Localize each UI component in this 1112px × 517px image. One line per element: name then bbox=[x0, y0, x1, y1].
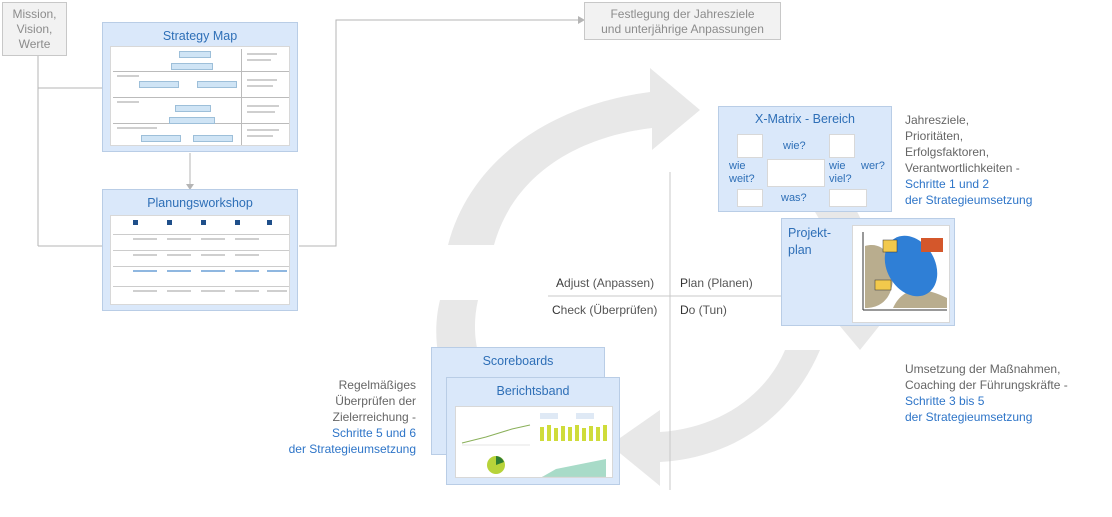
note-planning-line4: Verantwortlichkeiten - bbox=[905, 161, 1020, 175]
annual-goals-line1: Festlegung der Jahresziele bbox=[610, 7, 755, 21]
strategy-map-thumbnail bbox=[110, 46, 290, 146]
note-review-line3: Zielerreichung - bbox=[332, 410, 416, 424]
project-plan-title: Projekt- plan bbox=[788, 225, 831, 259]
mission-vision-values-box: Mission, Vision, Werte bbox=[2, 2, 67, 56]
pdca-do-rest: o (Tun) bbox=[688, 303, 727, 317]
x-matrix-grid-top-right bbox=[829, 134, 855, 158]
note-review-line2: Überprüfen der bbox=[335, 394, 416, 408]
link-steps-3-5[interactable]: Schritte 3 bis 5 bbox=[905, 394, 985, 408]
link-steps-3-5-strategy[interactable]: der Strategieumsetzung bbox=[905, 410, 1033, 424]
vision-line: Vision, bbox=[16, 22, 53, 36]
x-matrix-grid-bottom-left bbox=[737, 189, 763, 207]
values-line: Werte bbox=[18, 37, 51, 51]
strategy-map-box: Strategy Map bbox=[102, 22, 298, 152]
scoreboards-title: Scoreboards bbox=[482, 354, 554, 368]
link-steps-1-2[interactable]: Schritte 1 und 2 bbox=[905, 177, 990, 191]
pdca-check-initial: C bbox=[552, 303, 561, 317]
planning-workshop-thumbnail bbox=[110, 215, 290, 305]
x-matrix-title: X-Matrix - Bereich bbox=[754, 112, 856, 126]
connectors bbox=[37, 19, 578, 247]
x-matrix-label-weit: weit? bbox=[729, 173, 755, 185]
x-matrix-label-was: was? bbox=[781, 192, 807, 204]
annual-goals-box: Festlegung der Jahresziele und unterjähr… bbox=[584, 2, 781, 40]
note-review: Regelmäßiges Überprüfen der Zielerreichu… bbox=[262, 377, 416, 457]
planning-workshop-title: Planungsworkshop bbox=[147, 196, 253, 210]
x-matrix-label-wie-top: wie? bbox=[783, 140, 806, 152]
x-matrix-label-wer: wer? bbox=[861, 160, 885, 172]
pdca-plan: Plan (Planen) bbox=[680, 276, 753, 290]
note-review-line1: Regelmäßiges bbox=[338, 378, 416, 392]
note-planning-line2: Prioritäten, bbox=[905, 129, 964, 143]
note-implementation-line2: Coaching der Führungskräfte - bbox=[905, 378, 1068, 392]
note-implementation: Umsetzung der Maßnahmen, Coaching der Fü… bbox=[905, 361, 1068, 425]
note-planning-line1: Jahresziele, bbox=[905, 113, 970, 127]
project-plan-title-line1: Projekt- bbox=[788, 226, 832, 240]
annual-goals-line2: und unterjährige Anpassungen bbox=[601, 22, 764, 36]
pdca-plan-initial: P bbox=[680, 276, 689, 290]
cycle-arrow-top bbox=[448, 68, 700, 245]
cycle-arrow-bottom bbox=[610, 350, 820, 486]
x-matrix-label-viel: viel? bbox=[829, 173, 852, 185]
report-book-title: Berichtsband bbox=[496, 384, 570, 398]
pdca-adjust: Adjust (Anpassen) bbox=[556, 276, 654, 290]
x-matrix-label-wie-left: wie bbox=[729, 160, 746, 172]
pdca-check: Check (Überprüfen) bbox=[552, 303, 657, 317]
project-plan-title-line2: plan bbox=[788, 243, 812, 257]
report-book-thumbnail bbox=[455, 406, 613, 478]
note-planning: Jahresziele, Prioritäten, Erfolgsfaktore… bbox=[905, 112, 1032, 208]
x-matrix-box: X-Matrix - Bereich wie? wie weit? wie vi… bbox=[718, 106, 892, 212]
link-steps-5-6[interactable]: Schritte 5 und 6 bbox=[331, 426, 416, 440]
strategy-map-title: Strategy Map bbox=[162, 29, 238, 43]
pdca-check-rest: heck (Überprüfen) bbox=[560, 303, 658, 317]
project-plan-box: Projekt- plan bbox=[781, 218, 955, 326]
note-planning-line3: Erfolgsfaktoren, bbox=[905, 145, 990, 159]
link-steps-1-2-strategy[interactable]: der Strategieumsetzung bbox=[905, 193, 1033, 207]
pdca-adjust-rest: djust (Anpassen) bbox=[564, 276, 655, 290]
x-matrix-grid-top-left bbox=[737, 134, 763, 158]
pdca-adjust-initial: A bbox=[556, 276, 565, 290]
mission-line: Mission, bbox=[12, 7, 57, 21]
pdca-do-initial: D bbox=[680, 303, 689, 317]
planning-workshop-box: Planungsworkshop bbox=[102, 189, 298, 311]
link-steps-5-6-strategy[interactable]: der Strategieumsetzung bbox=[288, 442, 416, 456]
pdca-plan-rest: lan (Planen) bbox=[688, 276, 753, 290]
x-matrix-center bbox=[767, 159, 825, 187]
x-matrix-label-wie-right: wie bbox=[829, 160, 846, 172]
note-implementation-line1: Umsetzung der Maßnahmen, bbox=[905, 362, 1061, 376]
x-matrix-grid-bottom-right bbox=[829, 189, 867, 207]
project-plan-portfolio-thumbnail bbox=[852, 225, 950, 323]
report-book-box: Berichtsband bbox=[446, 377, 620, 485]
pdca-do: Do (Tun) bbox=[680, 303, 727, 317]
